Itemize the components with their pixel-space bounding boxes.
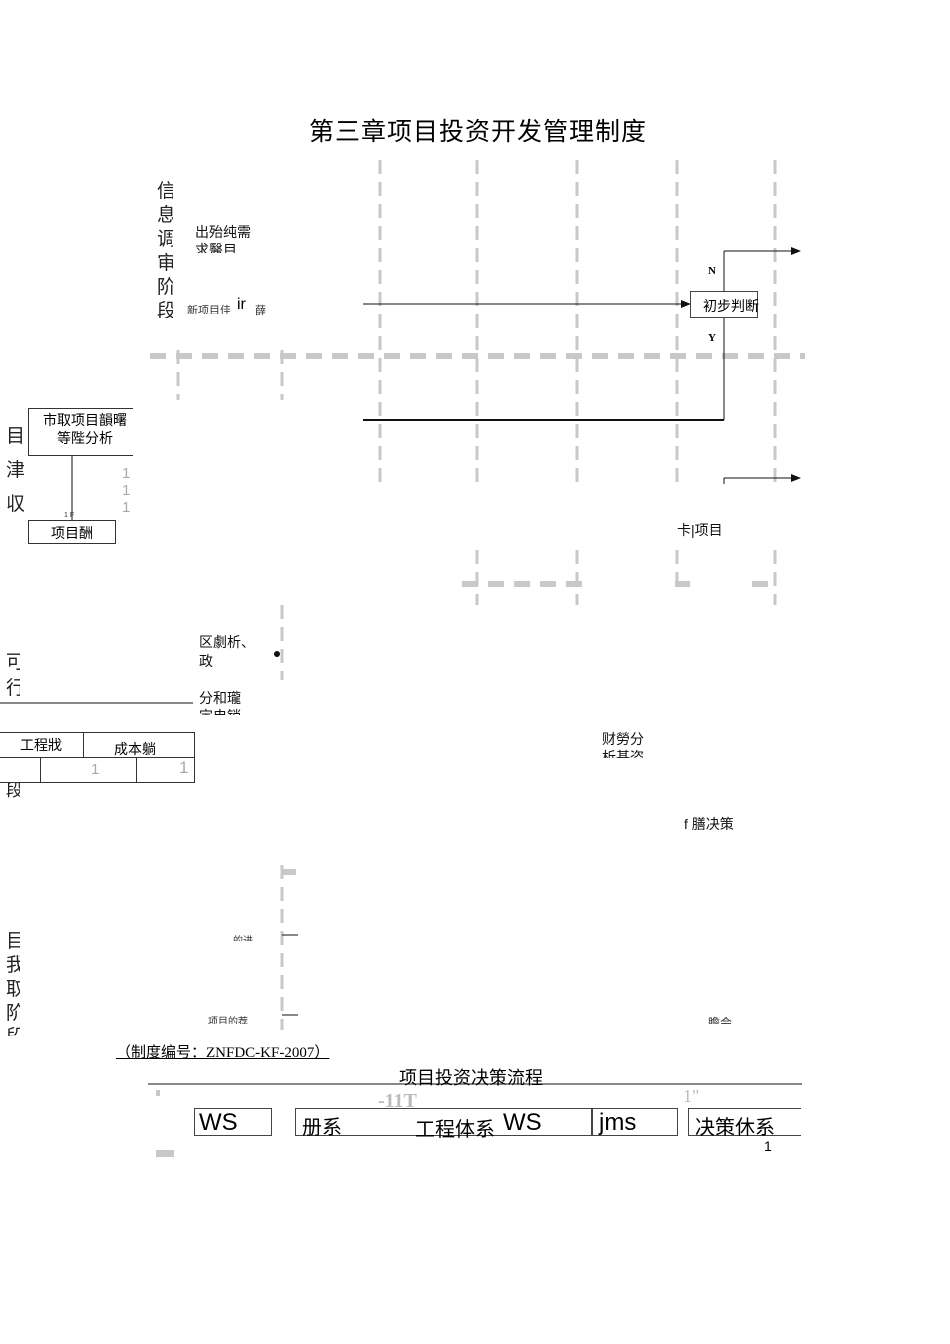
sub-box-right-value: 1	[179, 758, 189, 777]
decision-text: f 膳决策	[684, 816, 734, 830]
new-project-tail: 薛	[255, 305, 266, 317]
page-title: 第三章项目投资开发管理制度	[309, 119, 648, 146]
column-header-3-ws: WS	[503, 1109, 542, 1136]
new-project-ir: ir	[237, 296, 246, 313]
project-box: 项目酬	[28, 520, 116, 544]
lane-label-project-decision: 目我取阶段	[6, 931, 20, 1036]
column-header-4: jms	[592, 1108, 678, 1136]
column-header-1: WS	[194, 1108, 272, 1136]
column-header-1-label: WS	[199, 1109, 238, 1136]
new-project-text: 新项目佳	[187, 305, 231, 314]
header-noise-1: -11T	[378, 1090, 417, 1112]
document-code: （制度编号：ZNFDC-KF-2007）	[116, 1045, 330, 1061]
area-analysis-text: 区劇析、政	[199, 634, 255, 669]
header-noise-2: 1"	[683, 1086, 700, 1106]
column-header-3-label: 工程体系	[415, 1119, 495, 1141]
yes-label: Y	[708, 332, 716, 344]
market-analysis-box: 市取项目韻曙等陛分析	[28, 408, 133, 456]
finance-analysis-text: 财勞分析基盗	[602, 731, 644, 758]
flow-title: 项目投资决策流程	[399, 1068, 543, 1088]
footer-page-number: 1	[764, 1138, 772, 1154]
cost-label: 成本躺	[114, 741, 156, 757]
sub-box-mid-value: 1	[91, 761, 100, 778]
card-project-text: 卡|项目	[677, 522, 723, 538]
column-header-2-label: 册系	[302, 1117, 342, 1139]
initial-judge-box: 初步判断	[690, 291, 759, 318]
project-box-label: 项目酬	[51, 525, 93, 541]
market-analysis-label: 市取项目韻曙等陛分析	[43, 412, 127, 446]
noise-mark-mid	[156, 1090, 160, 1096]
sub-box-left	[0, 757, 41, 783]
column-header-3: 工程体系 WS	[371, 1108, 592, 1141]
cost-box: 成本躺	[83, 732, 195, 758]
meeting-text: 瞻会	[708, 1016, 733, 1024]
no-label: N	[708, 265, 716, 277]
engineering-box: 工程戕	[0, 732, 84, 758]
lane-label-project-acquire: 目津収阶	[6, 426, 24, 515]
column-header-2: 册系	[295, 1108, 373, 1139]
initial-judge-label: 初步判断	[703, 300, 759, 315]
standard-text: 的进	[233, 932, 253, 941]
engineering-label: 工程戕	[20, 737, 62, 753]
column-header-5-label: 决策休系	[695, 1117, 775, 1139]
tiny-marks: 1 F	[64, 512, 75, 519]
sub-box-mid: 1	[40, 757, 138, 783]
noise-mark-left	[156, 1150, 174, 1157]
lane-label-feasibility: 可行	[6, 652, 20, 699]
column-header-5: 决策休系	[688, 1108, 801, 1139]
lane-label-info-review: 信息调审阶段	[157, 181, 173, 318]
demand-text: 出殆纯需求醫目	[195, 224, 251, 253]
project-basis-text: 项目的荐	[208, 1017, 248, 1024]
column-header-4-label: jms	[599, 1109, 637, 1136]
sub-box-right: 1	[136, 757, 195, 783]
market-positioning-text: 分和瓏定电销	[199, 690, 241, 715]
ones-column: 1 1 1	[122, 465, 131, 516]
